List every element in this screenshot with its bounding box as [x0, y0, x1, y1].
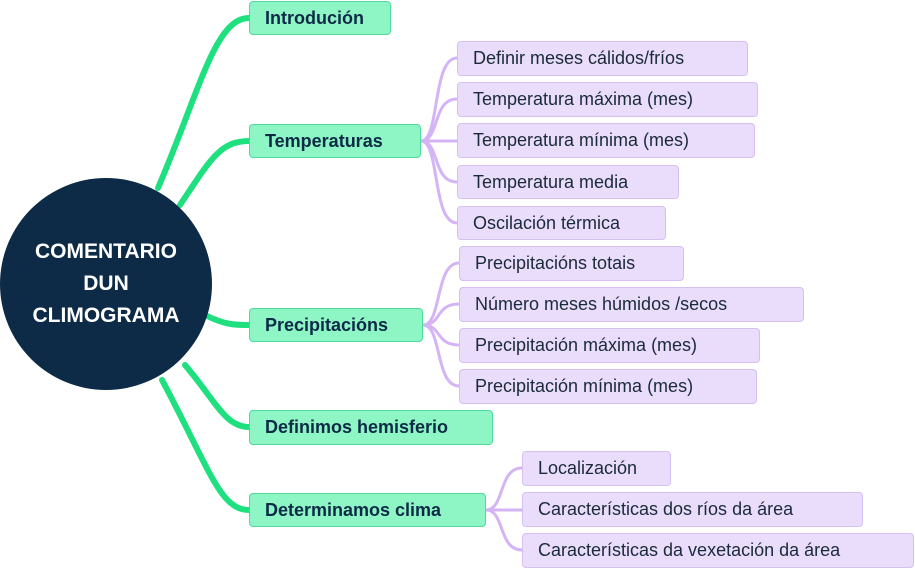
- link-clima: [159, 377, 252, 513]
- topic-definimos-hemisferio[interactable]: Definimos hemisferio: [249, 410, 493, 445]
- subtopic-label: Localización: [538, 458, 638, 478]
- subtopic-label: Precipitacións totais: [475, 253, 636, 273]
- topic-label: Precipitacións: [265, 314, 389, 335]
- subtopic-label: Temperatura mínima (mes): [473, 130, 690, 150]
- subtopic-label: Temperatura máxima (mes): [473, 89, 694, 109]
- link-hemisferio: [182, 362, 252, 430]
- topic-introducion[interactable]: Introdución: [249, 1, 391, 35]
- topic-label: Definimos hemisferio: [265, 417, 449, 437]
- topic-temperaturas[interactable]: Temperaturas: [249, 124, 421, 158]
- topic-label: Temperaturas: [265, 130, 383, 151]
- subtopic-label: Oscilación térmica: [473, 212, 621, 233]
- link-temperaturas: [177, 138, 252, 208]
- subtopic[interactable]: Temperatura media: [457, 165, 679, 199]
- subtopic[interactable]: Temperatura máxima (mes): [457, 82, 758, 117]
- subtopic-label: Temperatura media: [473, 171, 629, 192]
- subtopic-label: Definir meses cálidos/fríos: [473, 48, 685, 68]
- subtopic[interactable]: Precipitación mínima (mes): [459, 369, 757, 404]
- central-topic-label: COMENTARIO DUN CLIMOGRAMA: [32, 240, 180, 327]
- subtopic-label: Características da vexetación da área: [538, 540, 841, 560]
- topic-precipitacions[interactable]: Precipitacións: [249, 308, 423, 342]
- subtopic-label: Número meses húmidos /secos: [475, 294, 728, 314]
- subtopic[interactable]: Precipitacións totais: [459, 246, 684, 281]
- subtopic-label: Características dos ríos da área: [538, 499, 794, 519]
- subtopic[interactable]: Definir meses cálidos/fríos: [457, 41, 748, 76]
- subtopic-label: Precipitación mínima (mes): [475, 376, 694, 396]
- subtopic-label: Precipitación máxima (mes): [475, 335, 698, 355]
- subtopic[interactable]: Localización: [522, 451, 671, 486]
- subtopic[interactable]: Características da vexetación da área: [522, 533, 914, 568]
- link-precipitacions: [202, 312, 252, 328]
- subtopic[interactable]: Oscilación térmica: [457, 206, 666, 240]
- link-introducion: [155, 15, 252, 191]
- subtopic[interactable]: Características dos ríos da área: [522, 492, 863, 527]
- subtopic[interactable]: Temperatura mínima (mes): [457, 123, 755, 158]
- topic-label: Introdución: [265, 7, 364, 28]
- subtopic[interactable]: Precipitación máxima (mes): [459, 328, 760, 363]
- central-topic[interactable]: COMENTARIO DUN CLIMOGRAMA: [0, 178, 212, 390]
- topic-determinamos-clima[interactable]: Determinamos clima: [249, 493, 486, 527]
- topic-label: Determinamos clima: [265, 499, 442, 520]
- subtopic[interactable]: Número meses húmidos /secos: [459, 287, 804, 322]
